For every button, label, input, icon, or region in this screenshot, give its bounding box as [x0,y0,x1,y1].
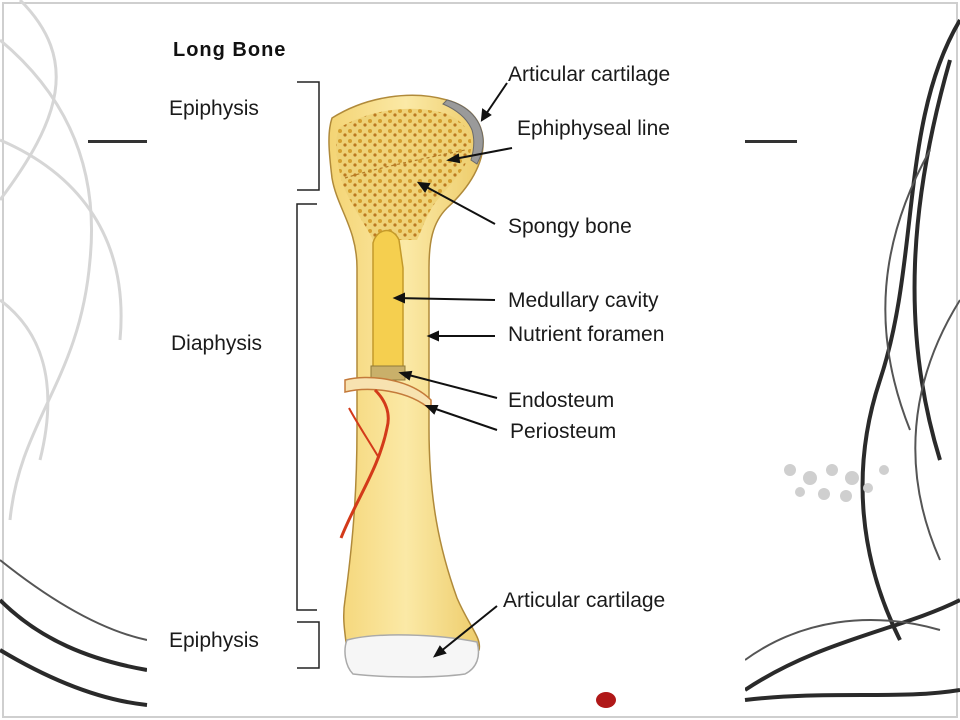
epiphyseal-line [344,149,466,179]
label-epiphyseal-line: Ephiphyseal line [517,117,670,140]
nutrient-vessel [339,388,390,539]
leader-epiphyseal-line [448,147,513,161]
arrowhead-endosteum [398,370,413,381]
region-label-diaphysis: Diaphysis [171,332,263,355]
arrowhead-epiphyseal-line [446,153,461,164]
medullary-cavity [372,229,404,369]
label-articular-cartilage-bottom: Articular cartilage [503,589,666,612]
spongy-bone-region [336,108,472,240]
long-bone-diagram [296,81,513,678]
leader-endosteum [400,372,498,399]
figure-title: Long Bone [173,39,287,61]
arrowhead-articular-cartilage-top [480,108,492,122]
label-endosteum: Endosteum [508,389,615,412]
long-bone-figure: Long Bone Epiphysis Diaphysis Epiphysis … [147,28,745,692]
arrowhead-periosteum [424,405,439,415]
label-spongy-bone: Spongy bone [508,215,632,238]
arrowhead-spongy-bone [416,181,431,193]
bracket-top-epiphysis [297,81,320,191]
leader-articular-cartilage-bottom [434,605,498,657]
articular-cartilage-top [442,99,484,165]
leader-spongy-bone [418,182,496,225]
label-medullary-cavity: Medullary cavity [508,289,659,312]
region-label-top-epiphysis: Epiphysis [169,97,259,120]
label-periosteum: Periosteum [510,420,617,443]
bracket-bottom-epiphysis [297,621,320,669]
arrowhead-nutrient-foramen [426,330,439,342]
region-label-bottom-epiphysis: Epiphysis [169,629,259,652]
leader-medullary-cavity [394,297,496,301]
articular-cartilage-bottom [344,634,480,678]
label-nutrient-foramen: Nutrient foramen [508,323,665,346]
arrowhead-medullary-cavity [392,292,405,304]
bracket-diaphysis [296,203,317,611]
nutrient-vessel-branch [348,407,380,459]
arrowhead-articular-cartilage-bottom [432,645,447,658]
leader-periosteum [426,405,498,431]
label-articular-cartilage-top: Articular cartilage [508,63,671,86]
